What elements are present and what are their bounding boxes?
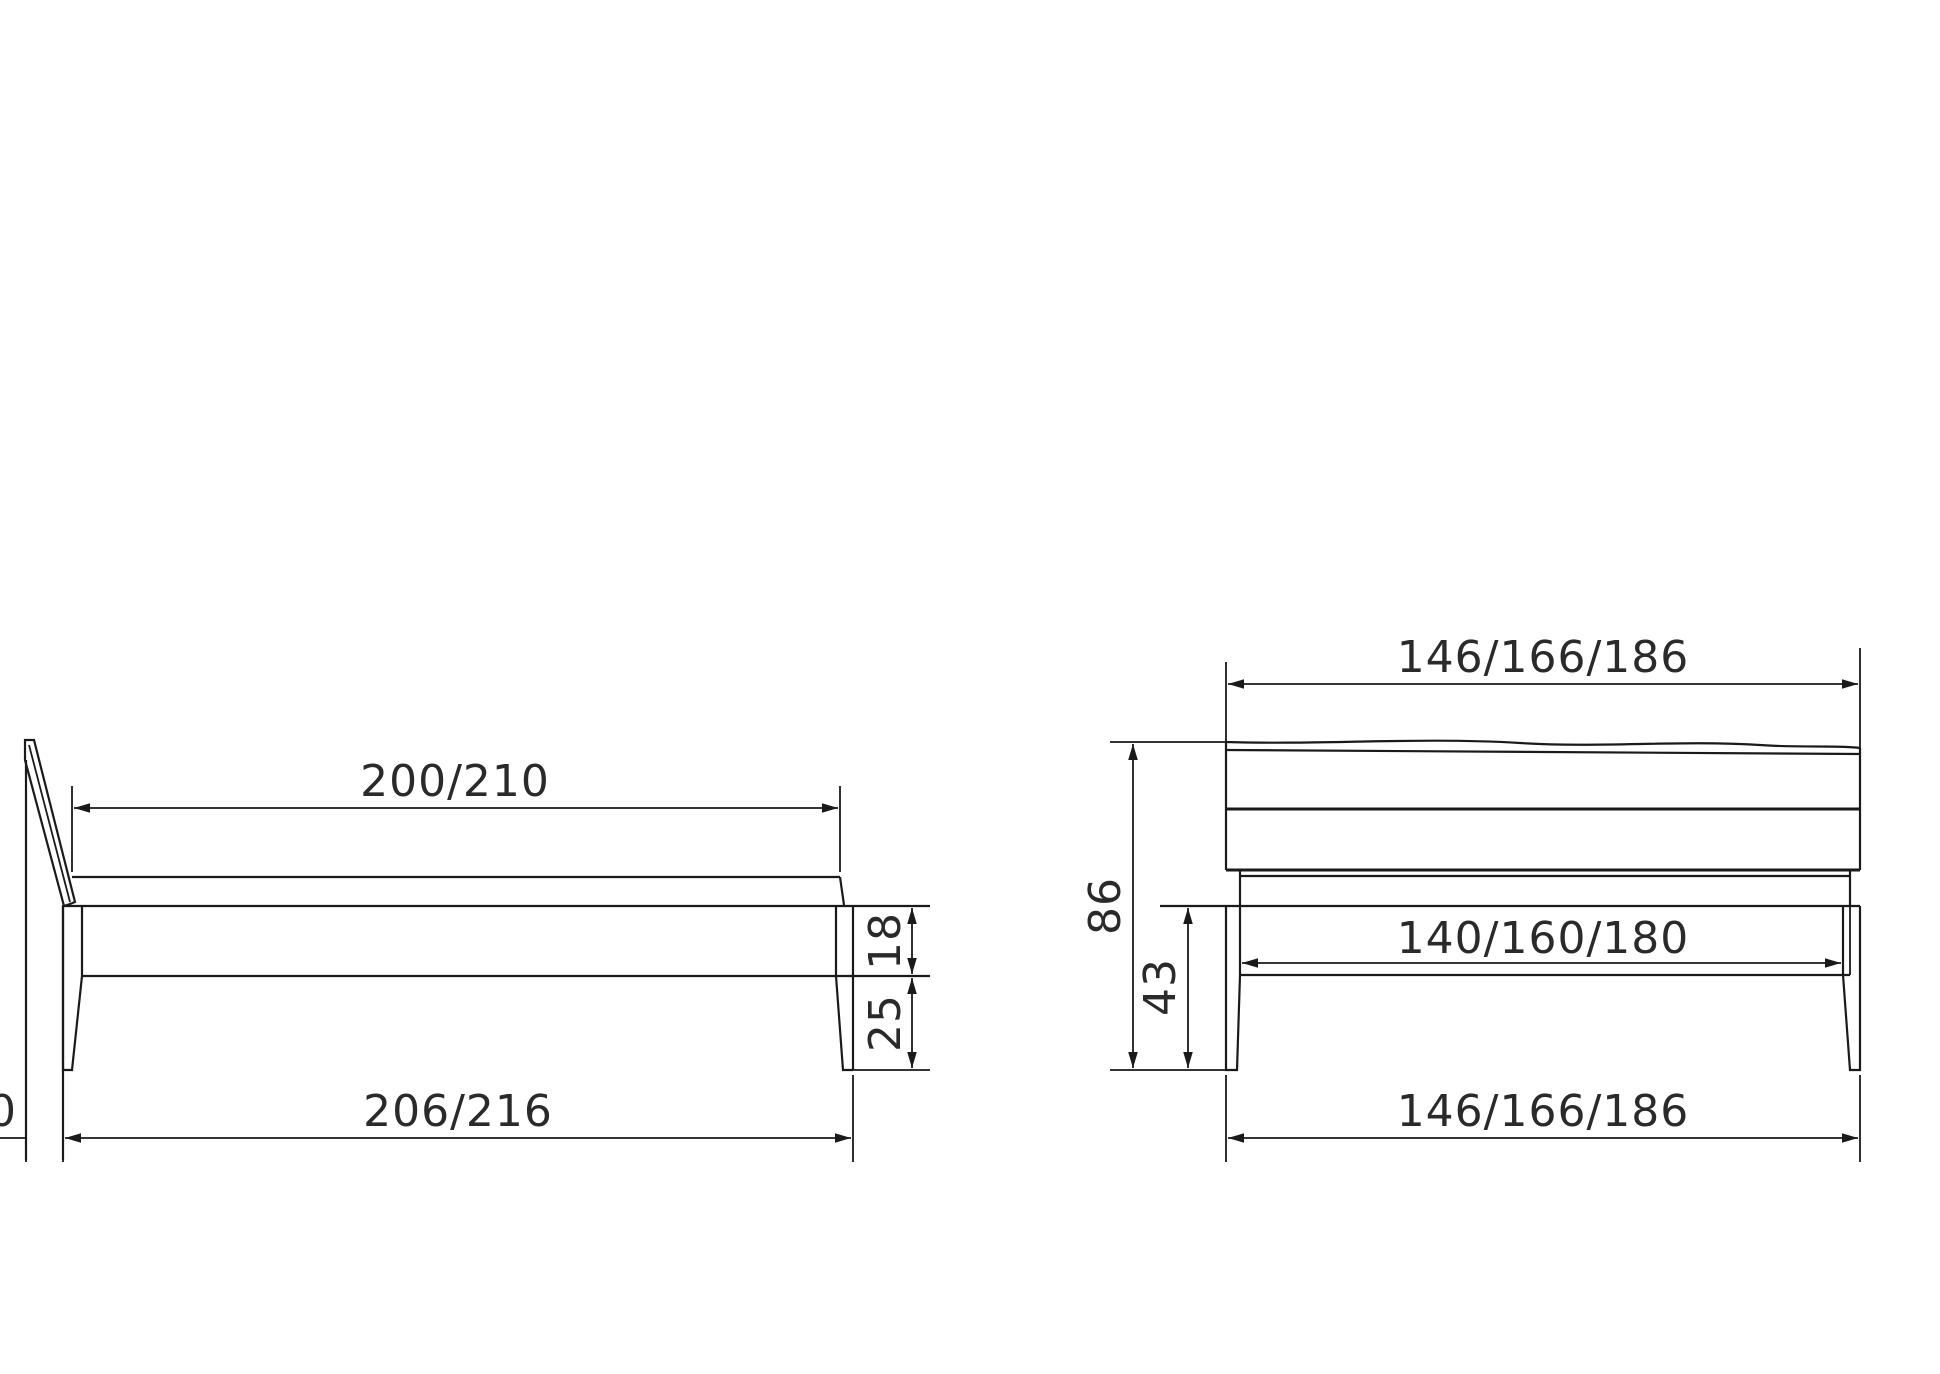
front-leg-right: [1841, 906, 1862, 1072]
leg-head: [61, 906, 84, 1072]
front-mattress: [1225, 739, 1861, 750]
dim-leg-height: 25: [860, 994, 911, 1052]
side-view: 200/210 18 25 206/216 0: [0, 738, 930, 1162]
dim-inner-width: 140/160/180: [1397, 913, 1690, 964]
front-view: 146/166/186 86 43 140/160/180 146/166/18…: [1080, 632, 1862, 1162]
dim-top-width: 146/166/186: [1397, 632, 1690, 683]
dim-bottom-width: 146/166/186: [1397, 1086, 1690, 1137]
dim-mattress-length: 200/210: [360, 756, 550, 807]
dim-total-length: 206/216: [363, 1086, 553, 1137]
dim-total-height: 86: [1080, 877, 1131, 935]
front-leg-left: [1224, 906, 1242, 1072]
dim-frame-height: 18: [860, 912, 911, 970]
dim-partial-left: 0: [0, 1086, 17, 1137]
leg-foot: [834, 975, 853, 1072]
dim-seat-height: 43: [1135, 958, 1186, 1016]
